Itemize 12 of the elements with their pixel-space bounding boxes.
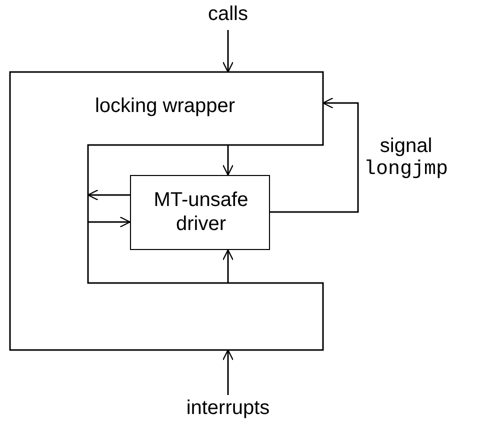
process-box <box>130 175 270 250</box>
arrow <box>222 249 234 283</box>
node-label: locking wrapper <box>94 94 236 118</box>
arrow <box>222 30 234 73</box>
node-label: interrupts <box>185 396 271 420</box>
arrow <box>222 145 234 176</box>
arrow <box>222 349 234 395</box>
arrow <box>270 97 359 213</box>
arrow <box>88 216 131 228</box>
node-label: MT-unsafe driver <box>152 188 250 236</box>
node-label: calls <box>206 2 249 26</box>
arrow <box>87 189 130 201</box>
